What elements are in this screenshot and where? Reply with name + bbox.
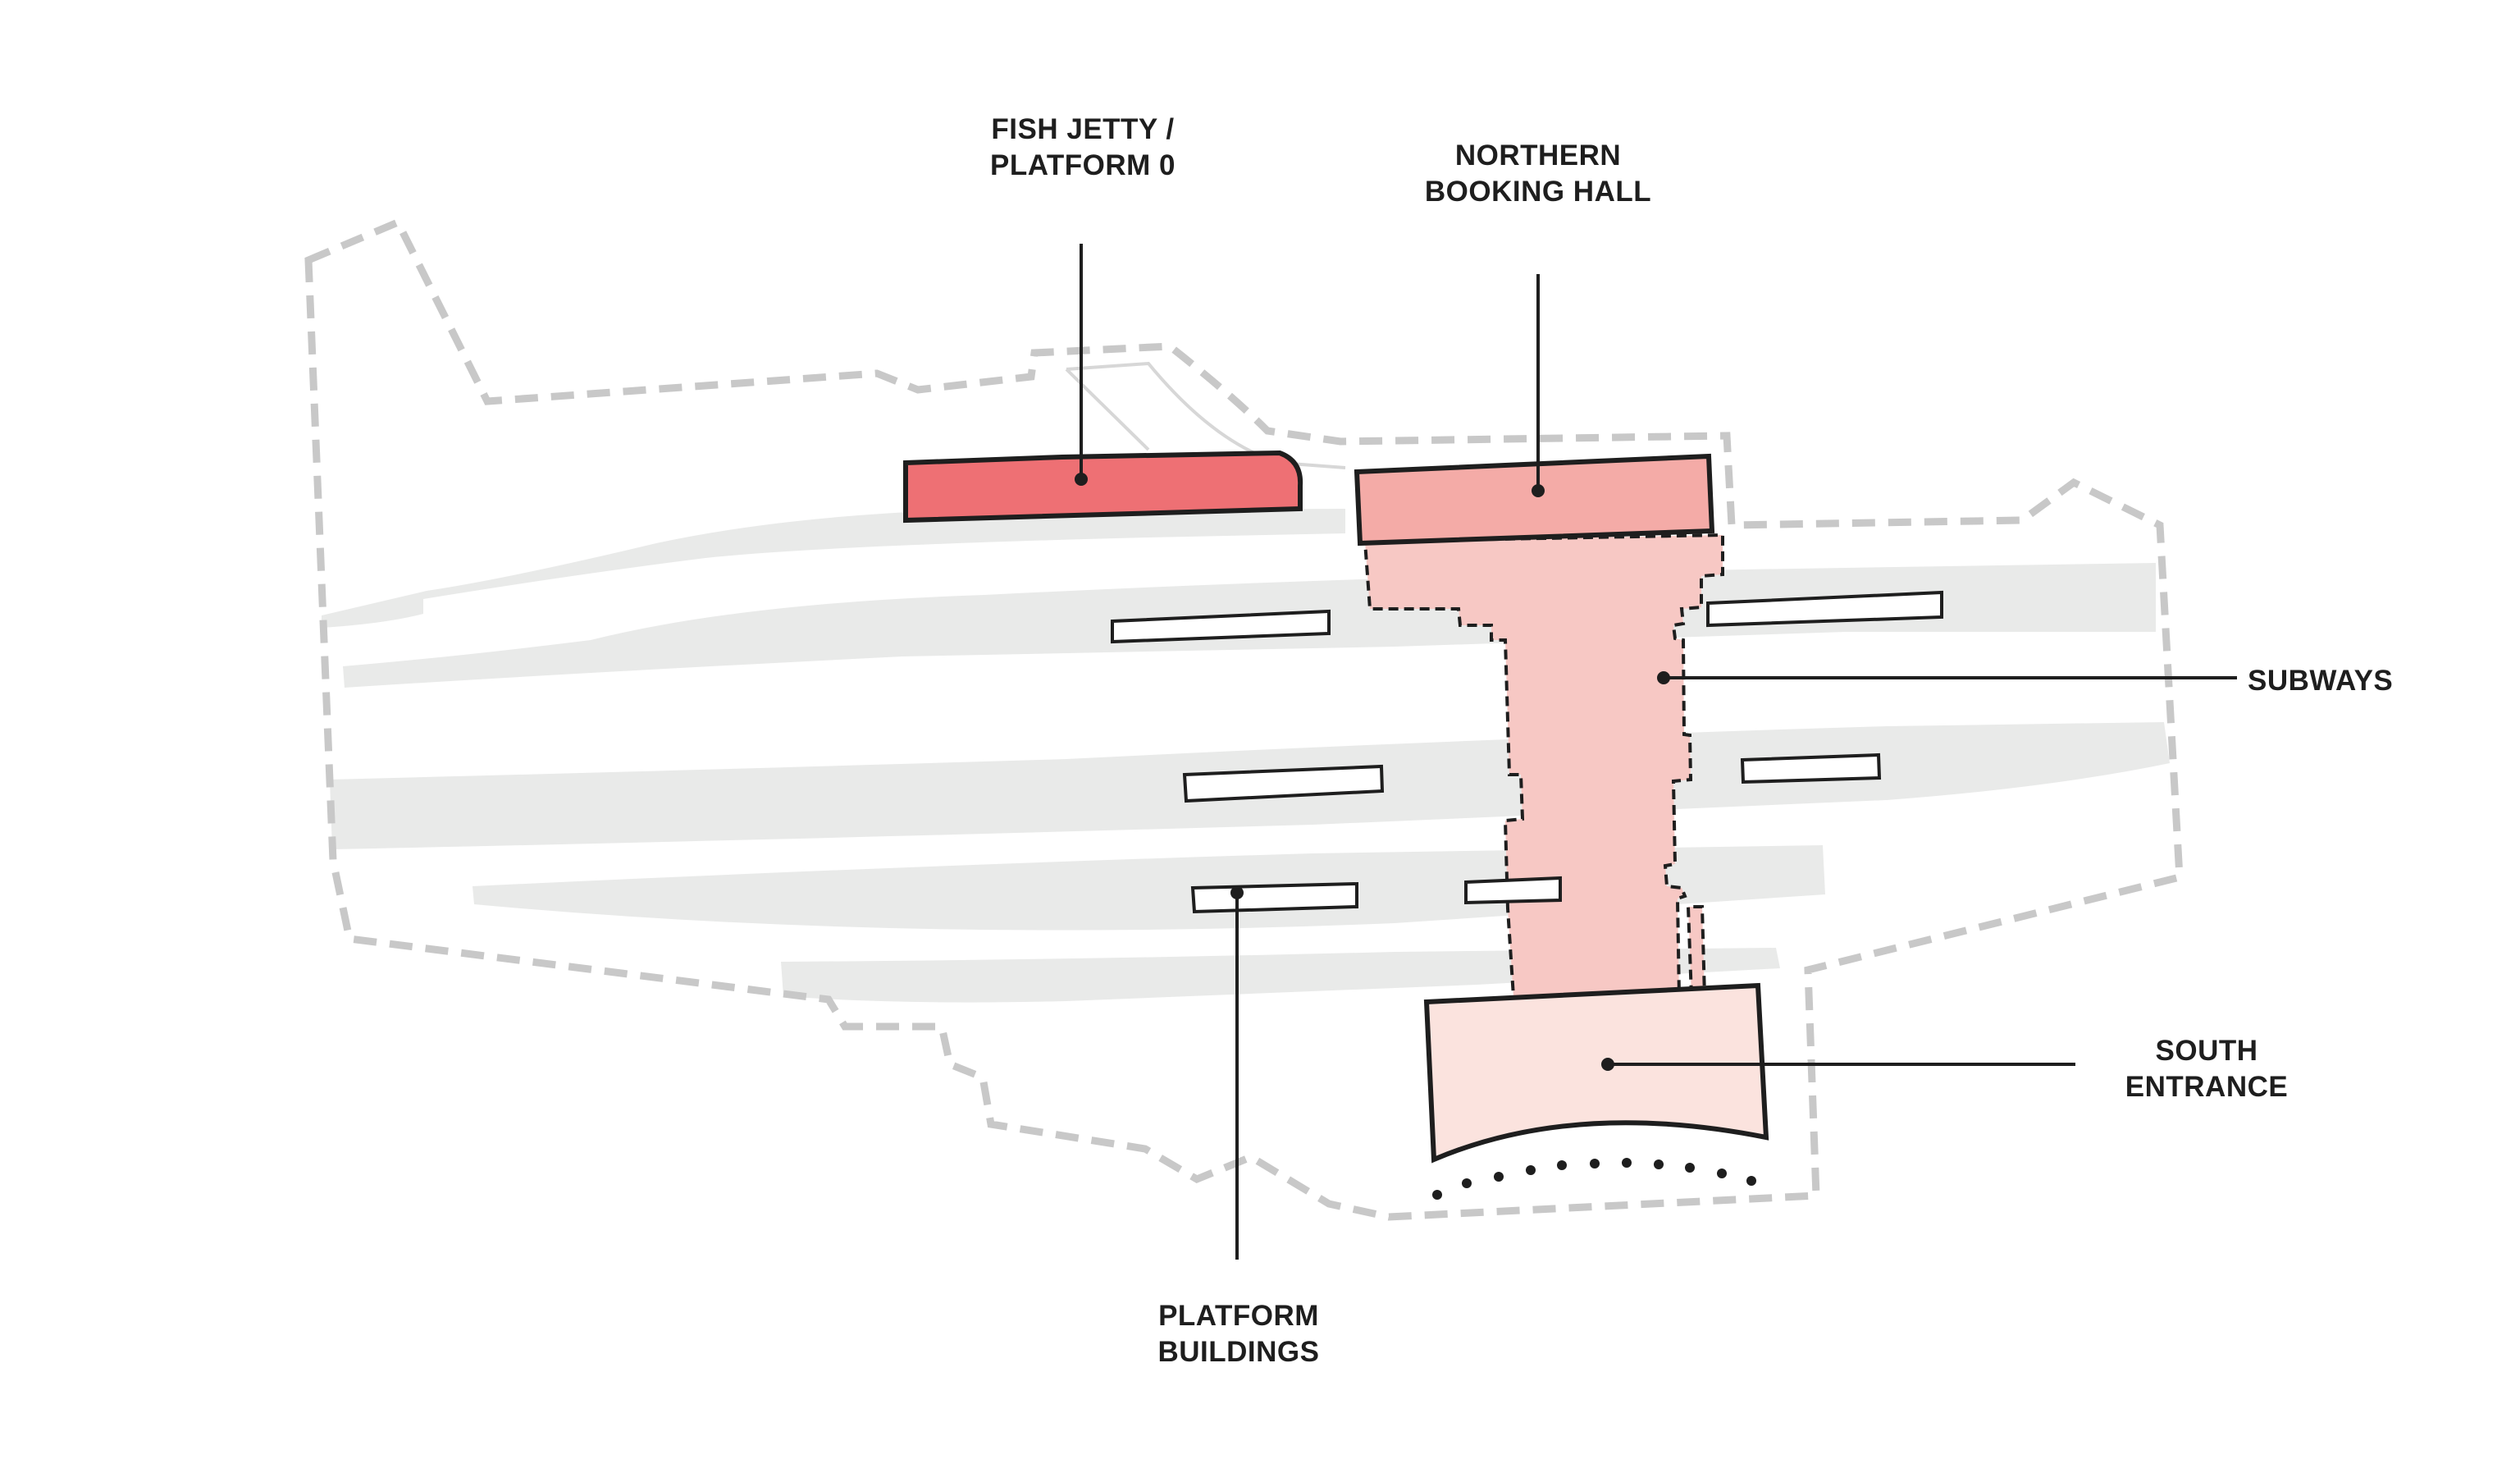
label-south-entrance-line1: SOUTH	[2155, 1035, 2258, 1067]
label-northern-booking-hall-line2: BOOKING HALL	[1424, 176, 1652, 208]
bollard	[1557, 1160, 1567, 1170]
leader-dot	[1601, 1058, 1614, 1071]
bollard	[1526, 1165, 1536, 1175]
subways	[1363, 533, 1724, 1012]
label-fish-jetty-line2: PLATFORM 0	[989, 149, 1176, 181]
platform-building	[1111, 609, 1331, 644]
bollards	[1432, 1158, 1756, 1200]
bollard	[1717, 1169, 1727, 1178]
label-fish-jetty: FISH JETTY / PLATFORM 0	[960, 112, 1206, 184]
platform-buildings	[1111, 590, 1943, 914]
platform-building	[1190, 881, 1358, 914]
label-south-entrance: SOUTH ENTRANCE	[2084, 1033, 2330, 1105]
leader-dot	[1532, 484, 1545, 497]
bollard	[1432, 1190, 1442, 1200]
platform-building	[1740, 752, 1882, 784]
label-platform-buildings-line2: BUILDINGS	[1157, 1336, 1320, 1368]
platforms	[322, 509, 2170, 1003]
bollard	[1746, 1176, 1756, 1186]
bollard	[1462, 1178, 1472, 1188]
leader-dot	[1657, 671, 1670, 684]
label-northern-booking-hall-line1: NORTHERN	[1454, 139, 1622, 172]
platform-building	[1706, 590, 1943, 628]
label-subways: SUBWAYS	[2248, 663, 2494, 699]
label-northern-booking-hall: NORTHERN BOOKING HALL	[1403, 138, 1673, 210]
south-entrance	[1423, 982, 1769, 1164]
northern-booking-hall	[1354, 453, 1715, 547]
label-subways-line1: SUBWAYS	[2248, 665, 2394, 697]
platform-building	[1464, 876, 1562, 905]
label-fish-jetty-line1: FISH JETTY /	[991, 113, 1175, 145]
bollard	[1590, 1159, 1600, 1169]
platform-1	[322, 509, 1345, 628]
bollard	[1622, 1158, 1632, 1168]
bollard	[1685, 1163, 1695, 1173]
fish-jetty	[903, 450, 1303, 524]
label-south-entrance-line2: ENTRANCE	[2125, 1071, 2289, 1103]
bollard	[1494, 1172, 1504, 1182]
platform-4	[472, 845, 1825, 931]
platform-building	[1182, 764, 1385, 803]
leader-dot	[1230, 886, 1244, 899]
label-platform-buildings: PLATFORM BUILDINGS	[1116, 1298, 1362, 1370]
bollard	[1654, 1159, 1664, 1169]
leader-lines	[1075, 244, 2237, 1260]
label-platform-buildings-line1: PLATFORM	[1158, 1300, 1319, 1332]
leader-dot	[1075, 473, 1088, 486]
site-boundary	[304, 217, 2184, 1221]
